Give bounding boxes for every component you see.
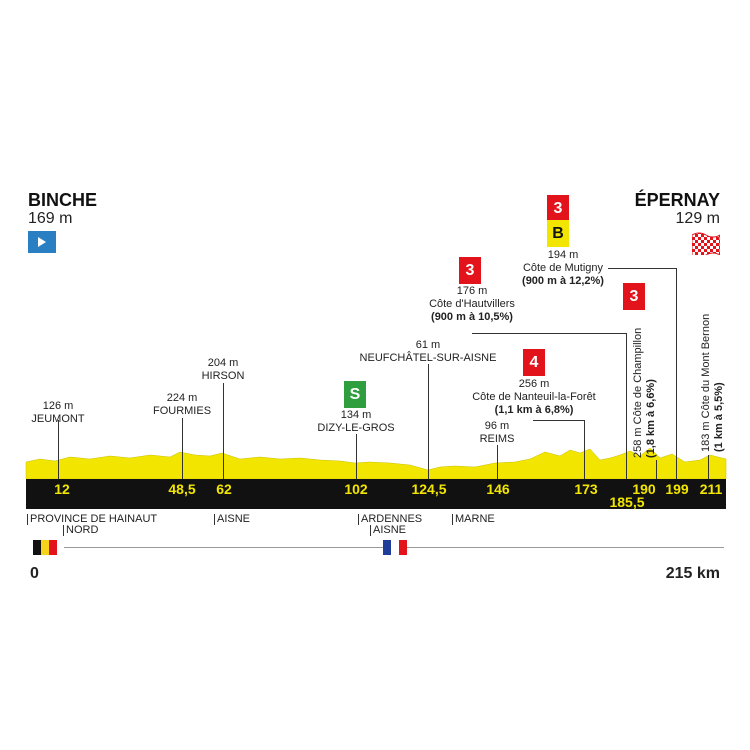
km-199: 199 (665, 481, 689, 497)
start-city: BINCHE (28, 190, 98, 210)
champillon-label: 258 m Côte de Champillon (1,8 km à 6,6%) (632, 327, 657, 458)
bonus-icon: B (547, 220, 569, 247)
km-124-5: 124,5 (411, 481, 447, 497)
climb-cat3-champillon-icon: 3 (623, 283, 645, 310)
distance-end: 215 km (665, 565, 720, 582)
km-62: 62 (216, 481, 232, 497)
climb-cat4-icon: 4 (523, 349, 545, 376)
km-12: 12 (54, 481, 70, 497)
finish-altitude: 129 m (675, 210, 720, 227)
km-211: 211 (699, 481, 723, 497)
km-185-5: 185,5 (609, 494, 645, 510)
start-altitude: 169 m (28, 210, 73, 227)
montbernon-label: 183 m Côte du Mont Bernon (1 km à 5,5%) (700, 313, 725, 452)
climb-cat3-hautvillers-icon: 3 (459, 257, 481, 284)
km-146: 146 (486, 481, 510, 497)
france-flag-icon (383, 540, 407, 555)
finish-city: ÉPERNAY (634, 190, 720, 210)
climb-cat3-mutigny-icon: 3 (547, 195, 569, 222)
km-102: 102 (344, 481, 368, 497)
belgium-flag-icon (33, 540, 57, 555)
region-hainaut: PROVINCE DE HAINAUT (26, 513, 158, 525)
region-aisne-1: AISNE (213, 513, 251, 525)
start-flag-icon (28, 231, 56, 253)
region-ardennes: ARDENNES (357, 513, 423, 525)
distance-band (26, 479, 726, 509)
km-173: 173 (574, 481, 598, 497)
km-190: 190 (632, 481, 656, 497)
distance-start: 0 (30, 565, 39, 582)
region-aisne-2: AISNE (369, 524, 407, 536)
region-nord: NORD (62, 524, 99, 536)
region-marne: MARNE (452, 513, 495, 525)
km-48-5: 48,5 (168, 481, 196, 497)
sprint-icon: S (344, 381, 366, 408)
